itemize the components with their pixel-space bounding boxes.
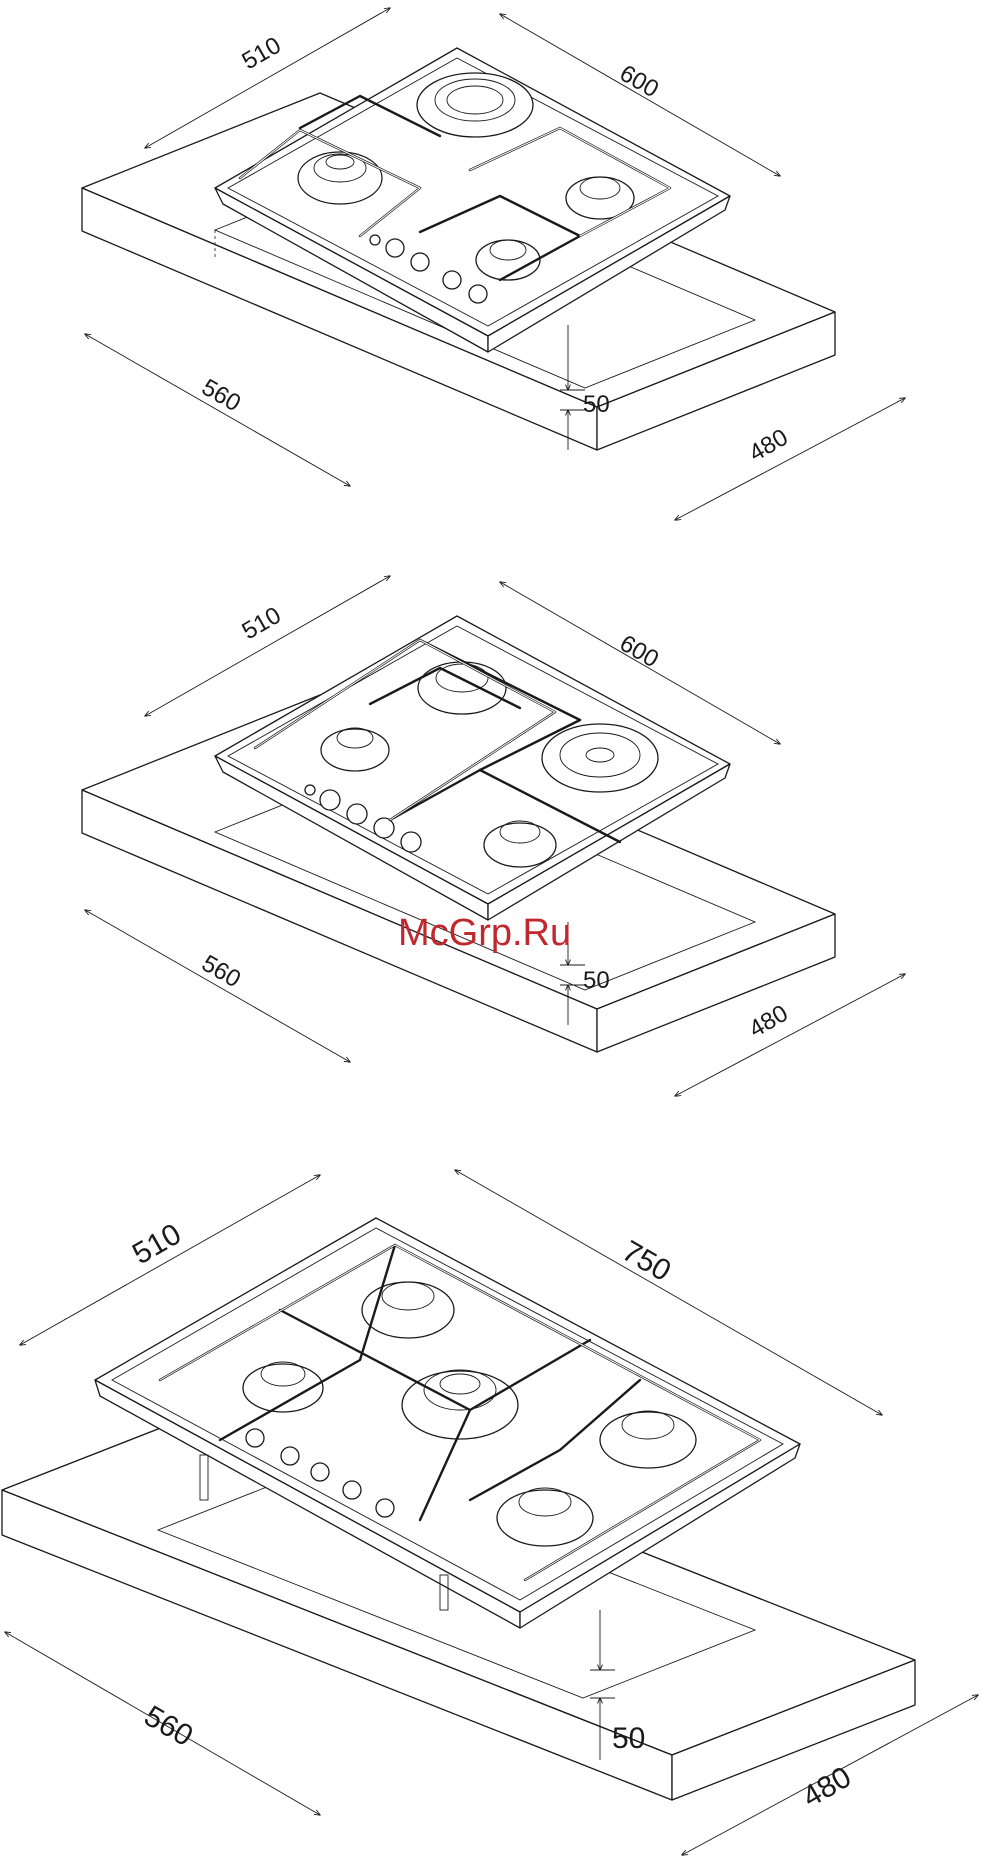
watermark: McGrp.Ru — [398, 912, 571, 954]
dim-560-label: 560 — [197, 374, 245, 417]
dim-560-label: 560 — [139, 1699, 199, 1753]
dim-50-label: 50 — [583, 967, 610, 994]
dim-750-label: 750 — [617, 1234, 677, 1288]
dim-510-label: 510 — [127, 1217, 187, 1271]
dim-480-label: 480 — [745, 424, 793, 467]
view-top: 510 600 560 480 50 — [82, 8, 905, 520]
view-middle: 510 600 560 480 50 — [82, 576, 905, 1096]
dim-480-label: 480 — [745, 1000, 793, 1043]
view-bottom: 510 750 560 480 50 — [2, 1170, 978, 1855]
dim-480-label: 480 — [797, 1760, 857, 1814]
dim-600-label: 600 — [615, 630, 663, 673]
dim-50-label: 50 — [612, 1722, 645, 1755]
dim-600-label: 600 — [615, 60, 663, 103]
dim-50-label: 50 — [583, 391, 610, 418]
dim-510-label: 510 — [238, 602, 286, 645]
dim-510-label: 510 — [238, 32, 286, 75]
dim-560-label: 560 — [197, 950, 245, 993]
